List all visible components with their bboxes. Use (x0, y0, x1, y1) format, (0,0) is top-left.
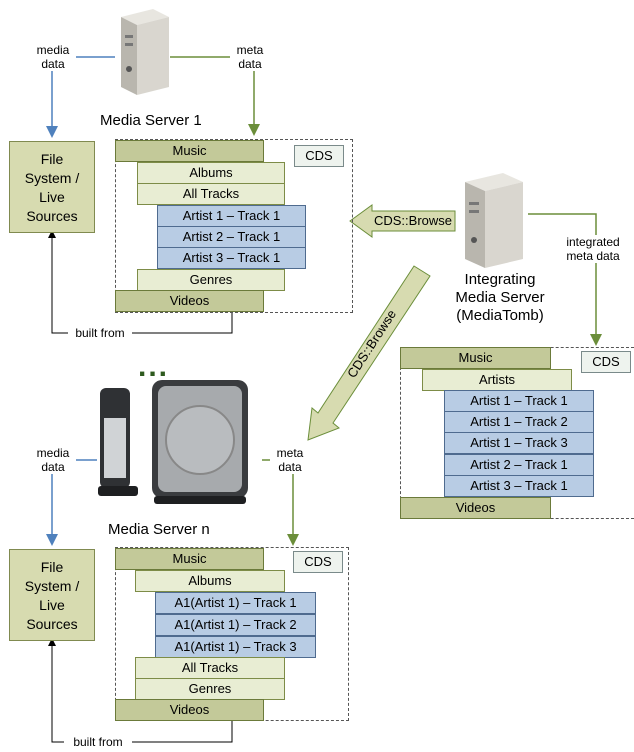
cds-row-music: Music (400, 347, 551, 369)
cds-row-videos: Videos (115, 290, 264, 312)
cds-browse-label-horizontal: CDS::Browse (373, 213, 453, 228)
cds-row-all-tracks: All Tracks (137, 183, 285, 205)
cds-row-videos: Videos (400, 497, 551, 519)
cds-row-track: Artist 2 – Track 1 (157, 226, 306, 248)
server-title-1: Media Server 1 (100, 112, 202, 129)
cds-badge-1: CDS (294, 145, 344, 167)
cds-browse-arrow-diagonal (307, 265, 431, 441)
cds-row-track: Artist 1 – Track 1 (157, 205, 306, 227)
cds-row-track: Artist 3 – Track 1 (444, 475, 594, 497)
cds-row-albums: Albums (137, 162, 285, 184)
cds-row-music: Music (115, 548, 264, 570)
cds-row-track: A1(Artist 1) – Track 2 (155, 614, 316, 636)
server-icon-integrating (465, 173, 523, 268)
cds-row-videos: Videos (115, 699, 264, 721)
cds-row-track: Artist 1 – Track 1 (444, 390, 594, 412)
built-from-line-1 (48, 230, 233, 334)
cds-badge-n: CDS (293, 551, 343, 573)
built-from-line-n (48, 638, 233, 743)
cds-row-track: Artist 2 – Track 1 (444, 454, 594, 476)
cds-row-genres: Genres (135, 678, 285, 700)
cds-row-track: Artist 1 – Track 2 (444, 411, 594, 433)
built-from-label-n: built from (64, 735, 132, 749)
integrated-meta-arrow (528, 213, 602, 346)
ellipsis: ... (138, 350, 170, 383)
cds-row-track: Artist 1 – Track 3 (444, 432, 594, 454)
cds-row-track: Artist 3 – Track 1 (157, 247, 306, 269)
cds-badge-integrating: CDS (581, 351, 631, 373)
server-icon-1 (121, 9, 169, 95)
cds-row-albums: Albums (135, 570, 285, 592)
cds-row-all-tracks: All Tracks (135, 657, 285, 679)
cds-tree-1 (115, 139, 353, 313)
cds-row-track: A1(Artist 1) – Track 3 (155, 636, 316, 658)
built-from-label-1: built from (68, 326, 132, 340)
media-device-icon (98, 380, 248, 504)
cds-row-artists: Artists (422, 369, 572, 391)
cds-row-genres: Genres (137, 269, 285, 291)
cds-browse-arrow-horizontal (349, 204, 456, 238)
cds-row-track: A1(Artist 1) – Track 1 (155, 592, 316, 614)
cds-row-music: Music (115, 140, 264, 162)
server-title-n: Media Server n (108, 521, 210, 538)
